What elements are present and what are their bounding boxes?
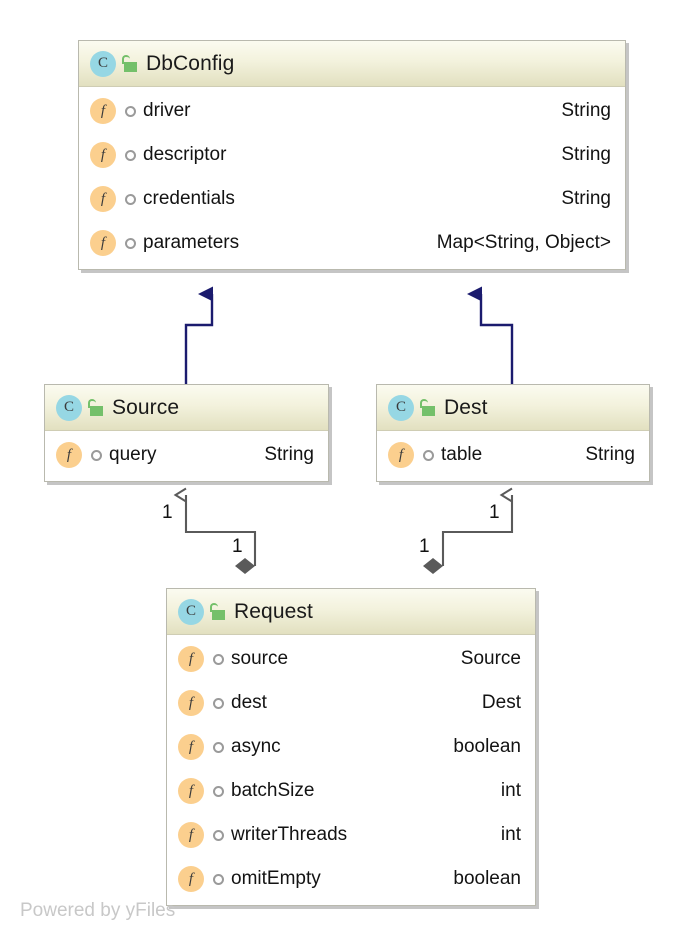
- attribute-type: boolean: [453, 868, 521, 889]
- class-badge-icon: C: [178, 598, 204, 625]
- attribute-row[interactable]: f batchSize int: [167, 769, 535, 813]
- package-visibility-dot-icon: [125, 149, 136, 161]
- package-visibility-dot-icon: [213, 697, 224, 709]
- class-node-source[interactable]: C Source f query String: [44, 384, 329, 482]
- attribute-row[interactable]: f parameters Map<String, Object>: [79, 221, 625, 265]
- attribute-name: table: [441, 444, 483, 465]
- class-node-request[interactable]: C Request f source Source f dest Dest f: [166, 588, 536, 906]
- edge-request-has-dest[interactable]: [423, 487, 514, 574]
- attribute-list-source: f query String: [45, 431, 328, 481]
- attribute-type: String: [264, 444, 314, 465]
- field-badge-icon: f: [178, 646, 204, 672]
- package-visibility-dot-icon: [213, 785, 224, 797]
- class-node-dbconfig[interactable]: C DbConfig f driver String f descriptor …: [78, 40, 626, 270]
- attribute-row[interactable]: f credentials String: [79, 177, 625, 221]
- attribute-name: source: [231, 648, 289, 669]
- attribute-type: Map<String, Object>: [436, 232, 611, 253]
- attribute-row[interactable]: f omitEmpty boolean: [167, 857, 535, 901]
- unlocked-padlock-icon: [88, 399, 103, 416]
- attribute-name: credentials: [143, 188, 235, 209]
- unlocked-padlock-icon: [210, 603, 225, 620]
- attribute-row[interactable]: f descriptor String: [79, 133, 625, 177]
- attribute-type: String: [561, 144, 611, 165]
- attribute-row[interactable]: f source Source: [167, 637, 535, 681]
- attribute-name: writerThreads: [231, 824, 348, 845]
- field-badge-icon: f: [178, 690, 204, 716]
- class-name-source: Source: [112, 395, 180, 419]
- attribute-row[interactable]: f async boolean: [167, 725, 535, 769]
- package-visibility-dot-icon: [125, 105, 136, 117]
- attribute-row[interactable]: f table String: [377, 433, 649, 477]
- field-badge-icon: f: [388, 442, 414, 468]
- attribute-name: batchSize: [231, 780, 315, 801]
- class-name-dbconfig: DbConfig: [146, 51, 235, 75]
- field-badge-icon: f: [90, 98, 116, 124]
- field-badge-icon: f: [178, 734, 204, 760]
- field-badge-icon: f: [178, 778, 204, 804]
- unlocked-padlock-icon: [420, 399, 435, 416]
- field-badge-icon: f: [56, 442, 82, 468]
- class-node-dest[interactable]: C Dest f table String: [376, 384, 650, 482]
- attribute-list-dest: f table String: [377, 431, 649, 481]
- edge-source-extends-dbconfig[interactable]: [184, 286, 214, 384]
- field-badge-icon: f: [178, 822, 204, 848]
- attribute-type: Dest: [481, 692, 521, 713]
- class-name-dest: Dest: [444, 395, 488, 419]
- class-header-dbconfig: C DbConfig: [79, 41, 625, 87]
- package-visibility-dot-icon: [125, 193, 136, 205]
- attribute-row[interactable]: f query String: [45, 433, 328, 477]
- attribute-list-dbconfig: f driver String f descriptor String f cr…: [79, 87, 625, 269]
- edge-dest-extends-dbconfig[interactable]: [467, 286, 514, 384]
- class-header-request: C Request: [167, 589, 535, 635]
- multiplicity-source-target: 1: [162, 502, 173, 523]
- attribute-type: int: [500, 780, 521, 801]
- package-visibility-dot-icon: [213, 829, 224, 841]
- attribute-list-request: f source Source f dest Dest f async bool…: [167, 635, 535, 905]
- yfiles-watermark: Powered by yFiles: [20, 900, 176, 921]
- package-visibility-dot-icon: [423, 449, 434, 461]
- attribute-type: String: [585, 444, 635, 465]
- attribute-name: dest: [231, 692, 267, 713]
- class-header-source: C Source: [45, 385, 328, 431]
- field-badge-icon: f: [90, 142, 116, 168]
- attribute-row[interactable]: f dest Dest: [167, 681, 535, 725]
- package-visibility-dot-icon: [91, 449, 102, 461]
- attribute-name: descriptor: [143, 144, 227, 165]
- package-visibility-dot-icon: [213, 741, 224, 753]
- package-visibility-dot-icon: [213, 873, 224, 885]
- attribute-type: boolean: [453, 736, 521, 757]
- attribute-row[interactable]: f writerThreads int: [167, 813, 535, 857]
- class-badge-icon: C: [56, 394, 82, 421]
- class-name-request: Request: [234, 599, 313, 623]
- attribute-type: String: [561, 100, 611, 121]
- package-visibility-dot-icon: [125, 237, 136, 249]
- field-badge-icon: f: [90, 186, 116, 212]
- class-badge-icon: C: [90, 50, 116, 77]
- field-badge-icon: f: [178, 866, 204, 892]
- attribute-type: String: [561, 188, 611, 209]
- attribute-name: async: [231, 736, 281, 757]
- multiplicity-dest-owner: 1: [419, 536, 430, 557]
- multiplicity-dest-target: 1: [489, 502, 500, 523]
- edge-request-has-source[interactable]: [173, 487, 257, 574]
- class-header-dest: C Dest: [377, 385, 649, 431]
- attribute-name: query: [109, 444, 157, 465]
- attribute-row[interactable]: f driver String: [79, 89, 625, 133]
- attribute-type: Source: [460, 648, 521, 669]
- unlocked-padlock-icon: [122, 55, 137, 72]
- multiplicity-source-owner: 1: [232, 536, 243, 557]
- attribute-name: omitEmpty: [231, 868, 321, 889]
- attribute-name: driver: [143, 100, 191, 121]
- package-visibility-dot-icon: [213, 653, 224, 665]
- attribute-type: int: [500, 824, 521, 845]
- class-badge-icon: C: [388, 394, 414, 421]
- field-badge-icon: f: [90, 230, 116, 256]
- attribute-name: parameters: [143, 232, 240, 253]
